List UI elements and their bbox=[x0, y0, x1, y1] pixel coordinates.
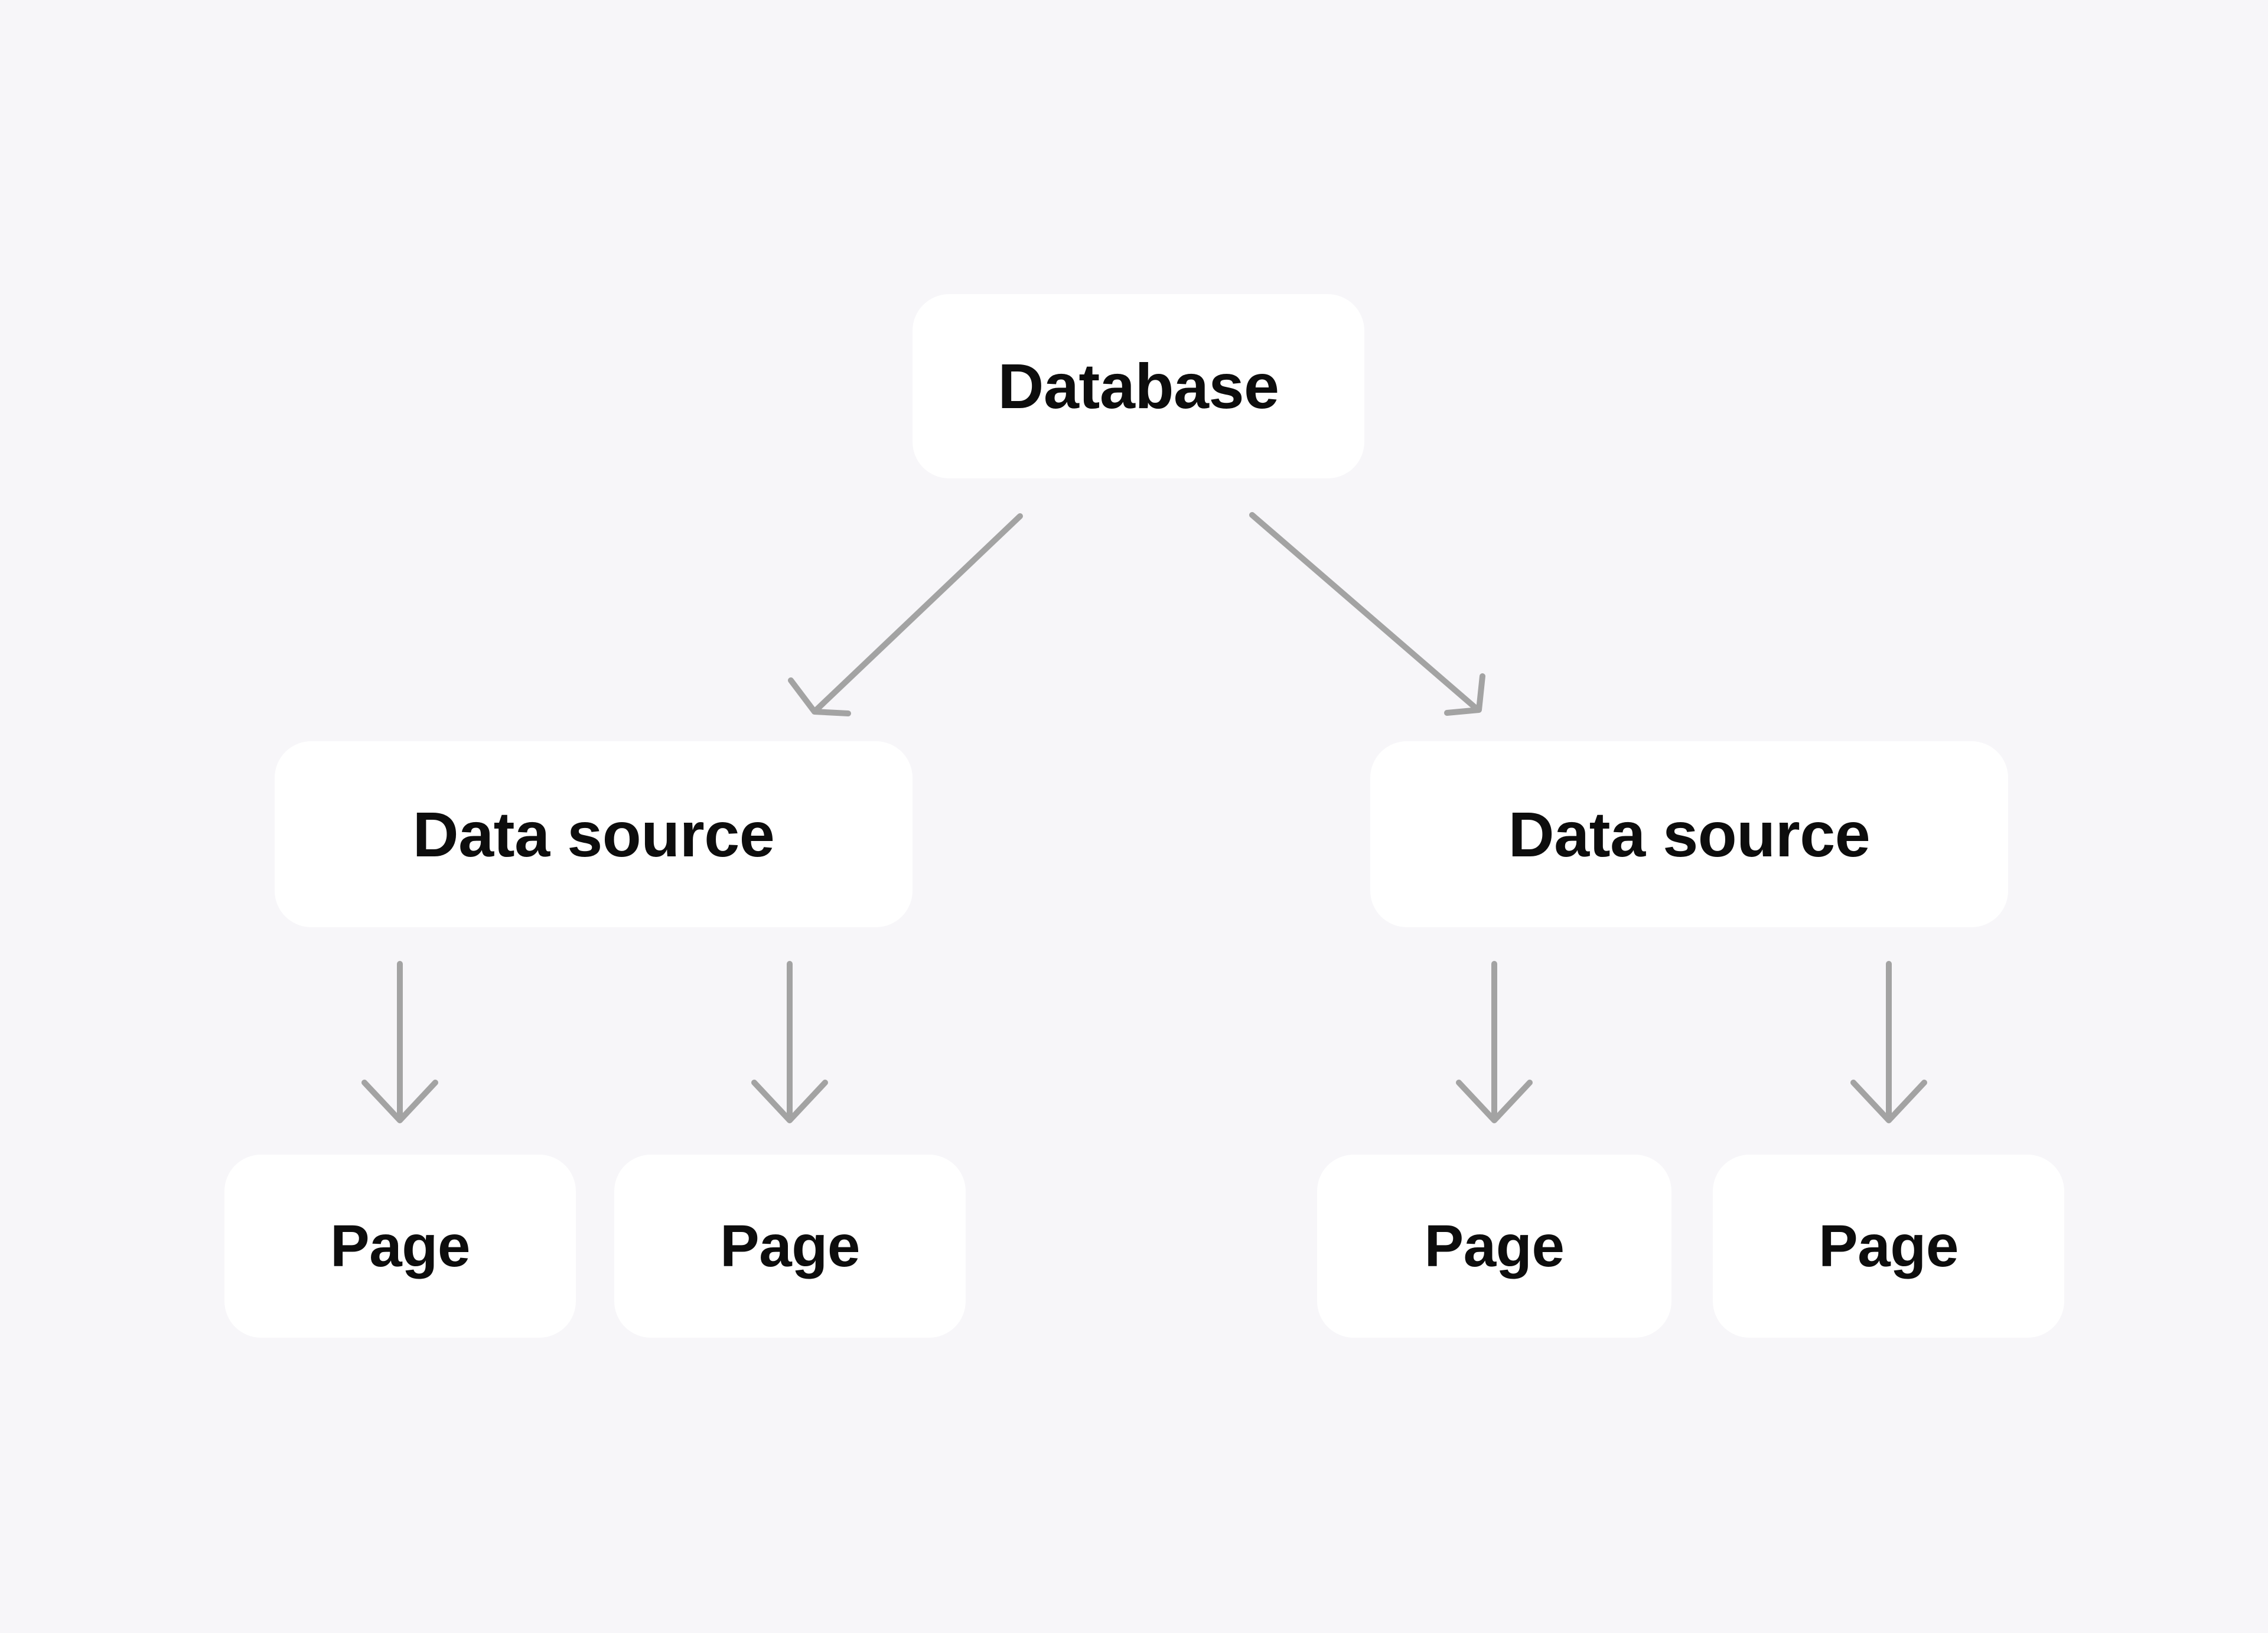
node-data-source-2[interactable]: Data source bbox=[1370, 741, 2008, 927]
edge-database-to-data-source-1 bbox=[788, 513, 1023, 716]
node-page-4[interactable]: Page bbox=[1713, 1155, 2064, 1338]
edge-data-source-2-to-page-3 bbox=[1456, 961, 1533, 1123]
edge-data-source-2-to-page-4 bbox=[1850, 961, 1927, 1123]
node-database-label: Database bbox=[998, 350, 1279, 422]
node-data-source-1[interactable]: Data source bbox=[275, 741, 913, 927]
edge-database-to-data-source-2 bbox=[1249, 512, 1485, 716]
node-page-3-label: Page bbox=[1424, 1213, 1565, 1279]
edge-data-source-1-to-page-2 bbox=[751, 961, 828, 1123]
node-page-1[interactable]: Page bbox=[224, 1155, 576, 1338]
edge-data-source-1-to-page-1 bbox=[361, 961, 438, 1123]
node-page-2[interactable]: Page bbox=[614, 1155, 966, 1338]
node-data-source-1-label: Data source bbox=[412, 798, 775, 870]
node-page-4-label: Page bbox=[1818, 1213, 1959, 1279]
node-page-2-label: Page bbox=[719, 1213, 861, 1279]
node-page-3[interactable]: Page bbox=[1317, 1155, 1671, 1338]
node-data-source-2-label: Data source bbox=[1508, 798, 1871, 870]
node-database[interactable]: Database bbox=[913, 294, 1364, 478]
node-page-1-label: Page bbox=[330, 1213, 471, 1279]
